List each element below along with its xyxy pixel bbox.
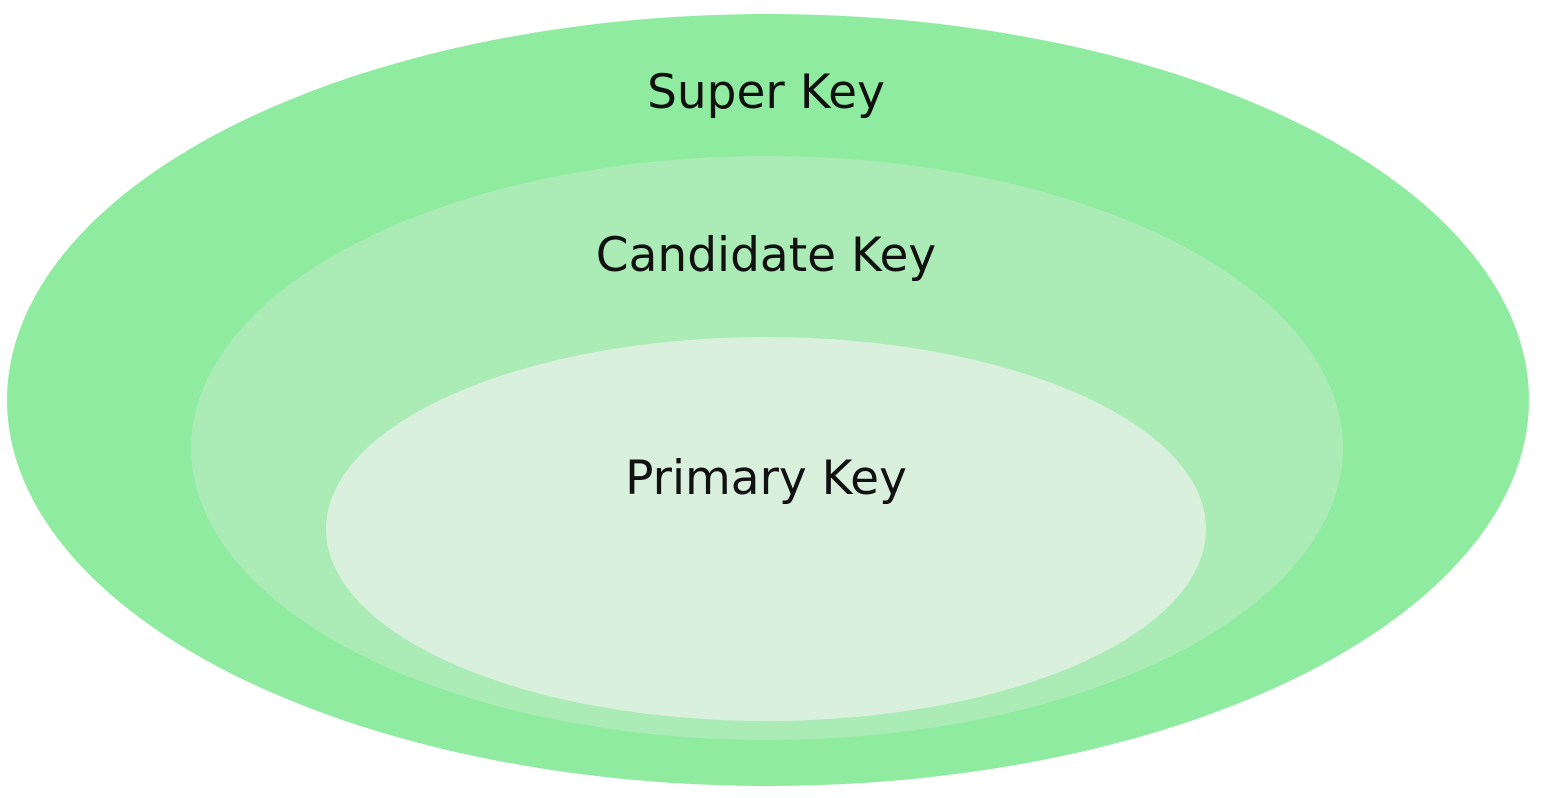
candidate-key-label: Candidate Key bbox=[596, 228, 936, 283]
super-key-label: Super Key bbox=[647, 65, 885, 120]
primary-key-label: Primary Key bbox=[625, 451, 907, 506]
primary-key-ellipse bbox=[326, 337, 1206, 721]
